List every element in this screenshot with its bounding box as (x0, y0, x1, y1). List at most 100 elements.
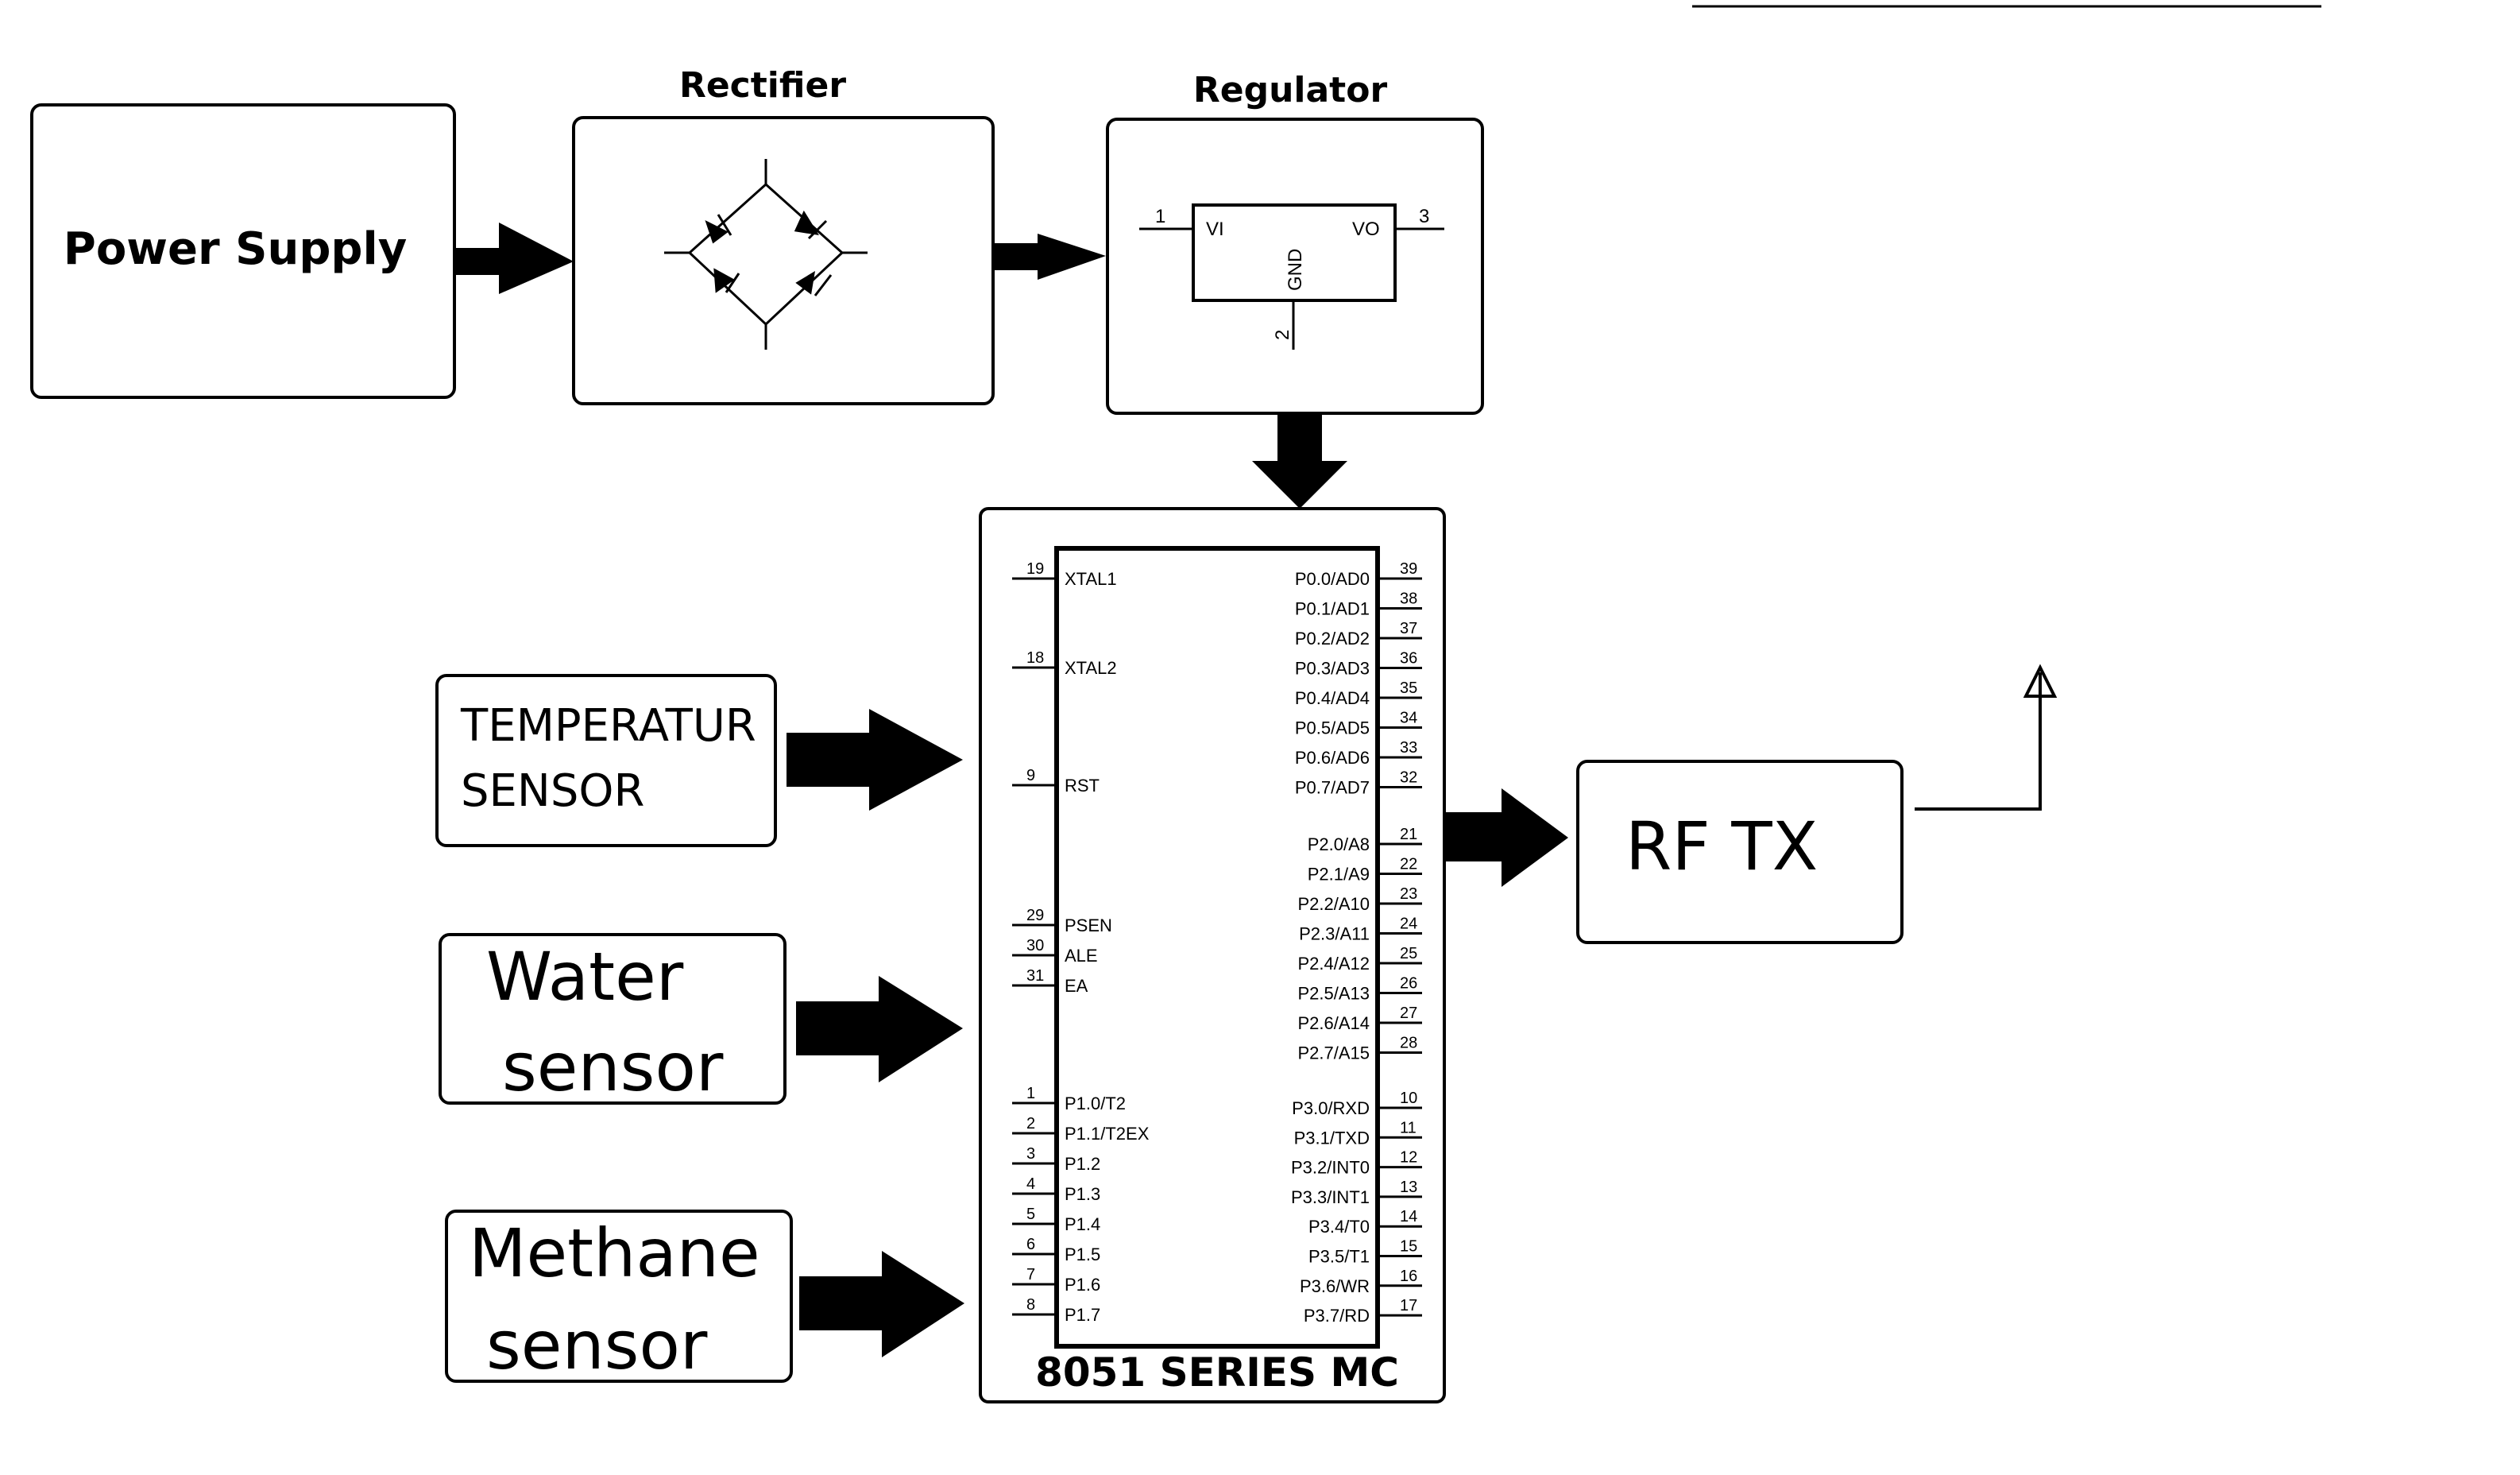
mcu-pin-name: P2.7/A15 (1297, 1043, 1370, 1063)
mcu-pin-name: P1.1/T2EX (1065, 1124, 1150, 1144)
mcu-pin-number: 2 (1026, 1115, 1035, 1132)
mcu-pin-number: 14 (1400, 1208, 1417, 1225)
mcu-pin-number: 7 (1026, 1266, 1035, 1283)
mcu-pin-number: 30 (1026, 937, 1044, 954)
mcu-pin-number: 31 (1026, 967, 1044, 985)
arrow-power-to-rectifier (454, 223, 574, 294)
mcu-label: 8051 SERIES MC (1035, 1349, 1399, 1396)
mcu-pin-number: 35 (1400, 679, 1417, 697)
mcu-pin-name: P3.5/T1 (1308, 1247, 1370, 1267)
rectifier-block: Rectifier (572, 65, 995, 405)
mcu-pin-number: 29 (1026, 907, 1044, 924)
mcu-pin-name: P0.4/AD4 (1295, 688, 1370, 708)
water-sensor-block: Water sensor (439, 933, 787, 1106)
mcu-pin-name: P1.6 (1065, 1275, 1100, 1295)
mcu-pin-number: 38 (1400, 590, 1417, 608)
mcu-pin-number: 26 (1400, 975, 1417, 993)
mcu-pin-number: 16 (1400, 1268, 1417, 1285)
mcu-pin-name: P2.4/A12 (1297, 954, 1370, 974)
mcu-pin-name: P1.3 (1065, 1184, 1100, 1204)
methane-sensor-block: Methane sensor (445, 1210, 793, 1384)
mcu-pin-name: P2.3/A11 (1299, 924, 1370, 944)
temperature-sensor-line1: TEMPERATUR (460, 700, 756, 752)
regulator-ic-symbol: VI VO 1 3 GND 2 (1139, 203, 1444, 350)
mcu-pin-name: P1.2 (1065, 1154, 1100, 1174)
regulator-pin-gnd: GND (1285, 249, 1306, 291)
regulator-pin-2: 2 (1272, 330, 1293, 340)
regulator-pin-1: 1 (1155, 206, 1165, 227)
mcu-pin-number: 15 (1400, 1238, 1417, 1256)
water-sensor-line1: Water (486, 938, 684, 1016)
mcu-pin-name: XTAL2 (1065, 658, 1117, 678)
mcu-pin-number: 4 (1026, 1175, 1035, 1193)
bridge-rectifier-icon (664, 159, 868, 350)
mcu-pin-name: P0.6/AD6 (1295, 748, 1370, 768)
regulator-title: Regulator (1193, 70, 1388, 110)
arrow-rectifier-to-regulator (993, 234, 1106, 280)
mcu-pin-name: P3.0/RXD (1292, 1098, 1370, 1118)
mcu-pin-name: P1.4 (1065, 1214, 1100, 1234)
mcu-pin-number: 18 (1026, 649, 1044, 667)
mcu-pin-name: P2.6/A14 (1297, 1013, 1370, 1033)
mcu-pin-number: 22 (1400, 856, 1417, 873)
mcu-pin-number: 8 (1026, 1296, 1035, 1314)
mcu-pin-name: XTAL1 (1065, 569, 1117, 589)
rf-tx-block: RF TX (1576, 760, 1904, 944)
mcu-pin-name: PSEN (1065, 916, 1112, 935)
mcu-pin-number: 12 (1400, 1149, 1417, 1167)
mcu-pin-name: P1.5 (1065, 1245, 1100, 1264)
mcu-pin-name: P3.2/INT0 (1291, 1158, 1370, 1178)
mcu-pin-number: 25 (1400, 945, 1417, 962)
mcu-pin-number: 27 (1400, 1005, 1417, 1022)
mcu-pin-number: 24 (1400, 916, 1417, 933)
mcu-pin-number: 37 (1400, 620, 1417, 637)
mcu-pin-number: 34 (1400, 710, 1417, 727)
mcu-pin-name: RST (1065, 776, 1100, 796)
mcu-pin-number: 23 (1400, 885, 1417, 903)
regulator-pin-vo: VO (1352, 219, 1380, 240)
mcu-pin-number: 3 (1026, 1145, 1035, 1163)
methane-sensor-line1: Methane (469, 1214, 760, 1292)
mcu-pin-number: 11 (1400, 1119, 1417, 1136)
methane-sensor-line2: sensor (486, 1307, 708, 1384)
mcu-pin-name: P0.7/AD7 (1295, 778, 1370, 798)
mcu-pin-name: P2.2/A10 (1297, 894, 1370, 914)
mcu-pin-name: P1.0/T2 (1065, 1094, 1126, 1113)
regulator-pin-vi: VI (1206, 219, 1224, 240)
mcu-pin-number: 9 (1026, 767, 1035, 784)
arrow-regulator-to-mcu (1252, 415, 1347, 509)
arrow-water-to-mcu (796, 976, 963, 1082)
mcu-right-pins: 39P0.0/AD038P0.1/AD137P0.2/AD236P0.3/AD3… (1291, 560, 1422, 1326)
mcu-pin-number: 6 (1026, 1236, 1035, 1253)
power-supply-block: Power Supply (30, 103, 456, 399)
power-supply-label: Power Supply (64, 223, 407, 275)
mcu-pin-number: 28 (1400, 1035, 1417, 1052)
mcu-pin-name: P0.1/AD1 (1295, 599, 1370, 619)
arrow-methane-to-mcu (799, 1251, 964, 1357)
arrow-temperature-to-mcu (787, 709, 963, 811)
mcu-pin-name: P2.5/A13 (1297, 984, 1370, 1004)
mcu-pin-number: 32 (1400, 769, 1417, 787)
mcu-pin-number: 17 (1400, 1297, 1417, 1314)
mcu-pin-name: P1.7 (1065, 1305, 1100, 1325)
regulator-block: Regulator VI VO 1 3 GND 2 (1106, 70, 1484, 415)
mcu-pin-number: 33 (1400, 739, 1417, 757)
mcu-pin-name: P2.1/A9 (1308, 865, 1370, 885)
mcu-pin-number: 5 (1026, 1206, 1035, 1223)
mcu-pin-name: ALE (1065, 946, 1098, 966)
mcu-pin-name: P3.1/TXD (1294, 1128, 1370, 1148)
mcu-pin-number: 19 (1026, 560, 1044, 578)
temperature-sensor-block: TEMPERATUR SENSOR (435, 674, 777, 847)
mcu-pin-name: P0.5/AD5 (1295, 718, 1370, 738)
mcu-pin-name: EA (1065, 976, 1088, 996)
mcu-pin-name: P0.2/AD2 (1295, 629, 1370, 648)
mcu-pin-number: 1 (1026, 1085, 1035, 1102)
mcu-pin-number: 13 (1400, 1179, 1417, 1196)
arrow-mcu-to-rf (1446, 788, 1568, 887)
mcu-pin-name: P3.6/WR (1300, 1276, 1370, 1296)
rf-tx-label: RF TX (1625, 807, 1818, 885)
